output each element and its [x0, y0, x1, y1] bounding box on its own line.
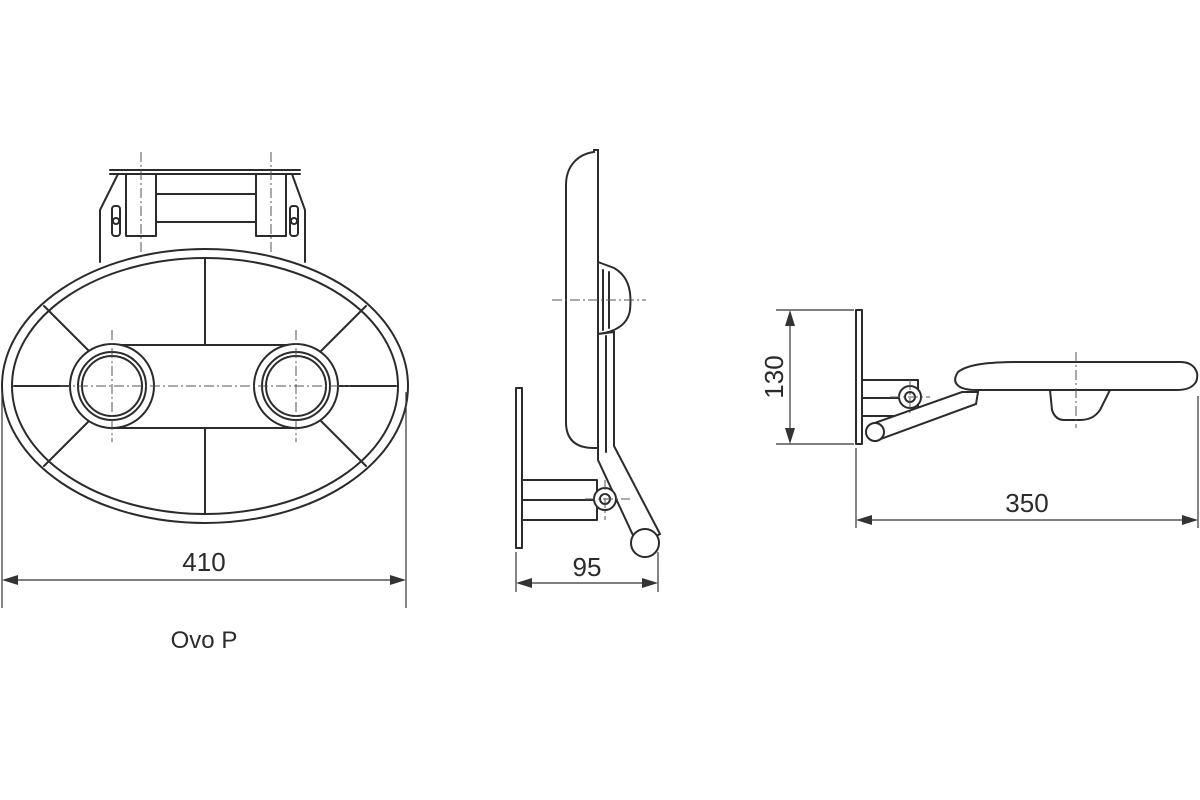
front-oval-seat — [1, 248, 409, 524]
front-view: 410 Ovo P — [1, 152, 409, 654]
dimension-label-350: 350 — [1005, 488, 1048, 518]
dimension-label-130: 130 — [759, 355, 789, 398]
open-seat-hub — [1048, 389, 1112, 421]
side-seat-folded — [565, 149, 599, 449]
dimension-open-height: 130 — [759, 309, 854, 445]
dimension-front-width: 410 — [1, 392, 407, 608]
front-wall-bracket — [99, 152, 306, 263]
dimension-label-410: 410 — [182, 547, 225, 577]
side-support-arm — [597, 330, 662, 548]
dimension-label-95: 95 — [573, 552, 602, 582]
open-view: 130 350 — [759, 309, 1199, 528]
open-wall-plate — [855, 309, 863, 445]
dimension-side-depth: 95 — [515, 552, 659, 592]
dimension-open-depth: 350 — [855, 396, 1199, 528]
side-view: 95 — [515, 149, 662, 592]
side-wall-plate — [515, 387, 523, 549]
open-arm-end — [865, 422, 885, 442]
model-caption: Ovo P — [171, 627, 238, 654]
side-arm-end — [630, 528, 660, 558]
